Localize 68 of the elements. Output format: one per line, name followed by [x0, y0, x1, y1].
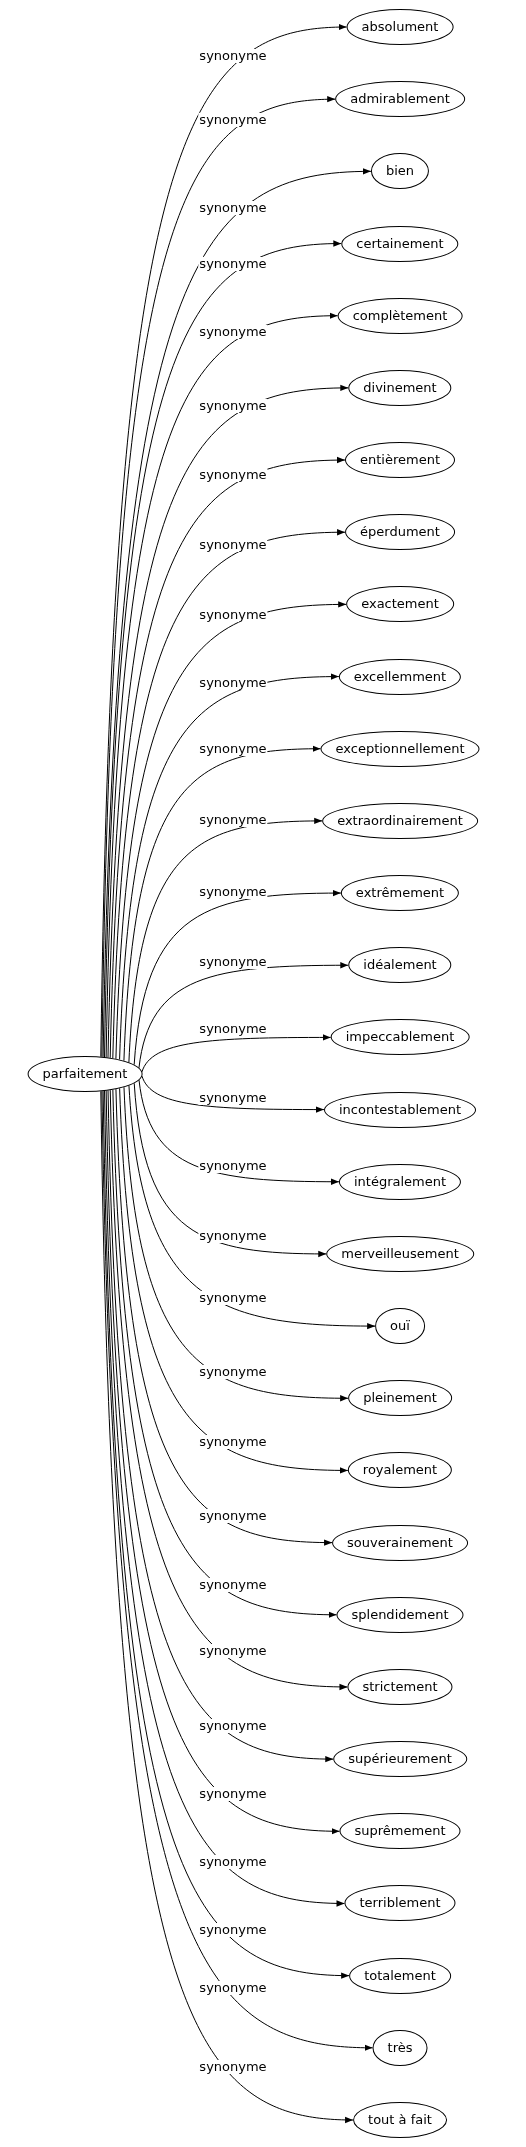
synonym-node: impeccablement: [330, 1019, 470, 1056]
edge-label: synonyme: [198, 113, 268, 128]
synonym-node: excellemment: [338, 658, 462, 695]
edge-label: synonyme: [198, 608, 268, 622]
arrow: [115, 601, 347, 1060]
arrow: [141, 1034, 332, 1073]
synonym-node: totalement: [349, 1957, 451, 1994]
synonym-node: bien: [370, 153, 430, 190]
synonym-node: admirablement: [335, 81, 465, 118]
synonym-node: terriblement: [344, 1885, 456, 1922]
edge-label: synonyme: [198, 325, 268, 340]
arrow: [128, 1085, 376, 1330]
synonym-node: pleinement: [348, 1380, 452, 1417]
synonym-node: royalement: [347, 1452, 453, 1489]
arrow: [119, 1087, 349, 1474]
edge-label: synonyme: [198, 1922, 268, 1937]
arrow: [138, 962, 349, 1069]
arrow: [115, 1088, 333, 1546]
edge-label: synonyme: [198, 1644, 268, 1659]
arrow: [133, 1082, 327, 1257]
synonym-node: très: [372, 2029, 428, 2066]
edge-label: synonyme: [198, 1577, 268, 1592]
arrow: [141, 1075, 325, 1113]
edge-label: synonyme: [198, 1787, 268, 1802]
arrow: [102, 168, 372, 1058]
edge-label: synonyme: [198, 49, 268, 64]
edge-label: synonyme: [198, 467, 268, 482]
edge-label: synonyme: [198, 1508, 268, 1523]
edge-label: synonyme: [198, 1855, 268, 1870]
synonym-node: suprêmement: [339, 1813, 461, 1850]
arrow: [112, 1089, 337, 1618]
synonym-node: strictement: [347, 1668, 453, 1705]
edge-label: synonyme: [198, 1980, 268, 1995]
synonym-node: entièrement: [345, 442, 455, 479]
arrow: [119, 673, 340, 1061]
edge-label: synonyme: [198, 200, 268, 215]
synonym-node: divinement: [348, 369, 452, 406]
synonym-node: absolument: [346, 9, 454, 45]
synonym-node: souverainement: [332, 1524, 468, 1561]
synonym-node: exceptionnellement: [320, 730, 480, 767]
synonym-node: intégralement: [338, 1163, 462, 1200]
arrow: [123, 1086, 349, 1402]
synonym-node: extrêmement: [340, 875, 460, 912]
edge-label: synonyme: [198, 399, 268, 414]
synonym-node: incontestablement: [324, 1091, 476, 1128]
synonym-node: complètement: [337, 297, 463, 334]
arrow: [133, 890, 342, 1066]
central-word-node: parfaitement: [27, 1056, 143, 1092]
synonym-node: tout à fait: [353, 2102, 447, 2138]
edge-label: synonyme: [198, 1291, 268, 1306]
synonym-node: éperdument: [345, 514, 455, 551]
synonym-node: splendidement: [336, 1596, 464, 1633]
synonym-node: extraordinairement: [322, 802, 478, 839]
synonym-node: idéalement: [348, 947, 452, 984]
synonym-node: certainement: [341, 225, 459, 262]
synonym-node: exactement: [346, 586, 454, 623]
edge-label: synonyme: [198, 2060, 268, 2075]
edge-label: synonyme: [198, 1434, 268, 1449]
arrow: [128, 817, 323, 1063]
arrow: [138, 1079, 340, 1185]
synonym-node: ouï: [375, 1308, 425, 1345]
edge-label: synonyme: [198, 1365, 268, 1380]
arrow: [123, 745, 321, 1062]
synonym-node: supérieurement: [333, 1741, 467, 1778]
edge-label: synonyme: [198, 256, 268, 271]
edge-label: synonyme: [198, 537, 268, 552]
synonym-node: merveilleusement: [326, 1235, 474, 1272]
edge-label: synonyme: [198, 1719, 268, 1734]
